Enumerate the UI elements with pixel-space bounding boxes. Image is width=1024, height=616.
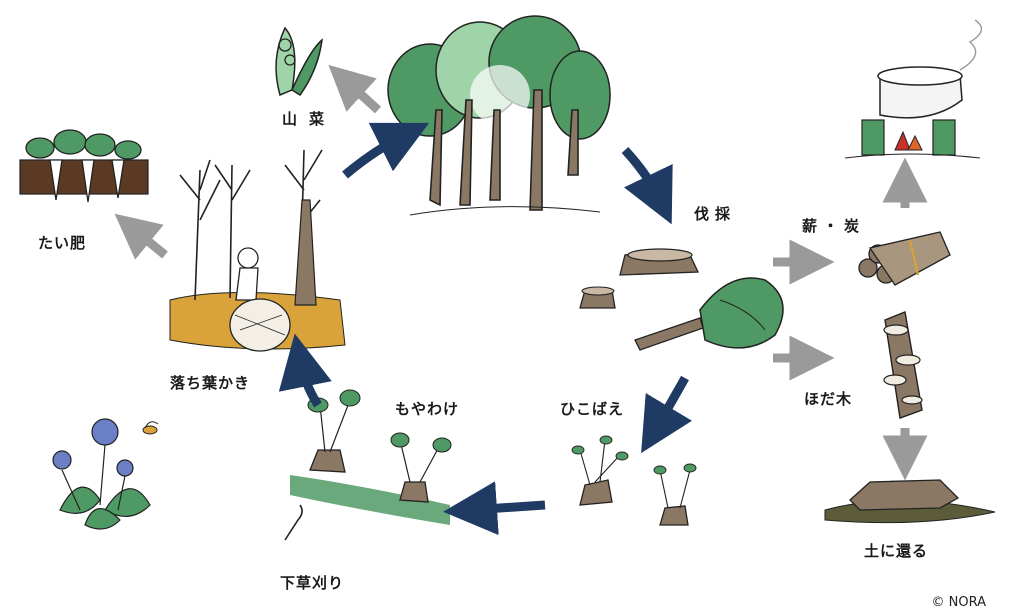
logging-illustration: [579, 248, 784, 351]
cooking-pot-illustration: [844, 19, 983, 159]
label-moyawake: もやわけ: [395, 400, 460, 418]
sansai-illustration: [275, 26, 323, 97]
label-tsuchi: 土に還る: [864, 542, 929, 560]
decaying-logs-illustration: [824, 479, 996, 524]
side-arrow-sansai: [328, 64, 382, 114]
label-hikobae: ひこばえ: [560, 400, 625, 418]
leaf-raking-illustration: [169, 149, 346, 352]
cycle-arrow-thinning: [443, 481, 546, 536]
side-arrow-compost: [114, 213, 168, 260]
violet-flowers-illustration: [52, 418, 159, 530]
cycle-arrow-raking: [278, 333, 332, 408]
cycle-arrow-logging: [621, 146, 673, 225]
mature-forest-illustration: [387, 15, 611, 216]
bee-icon: [142, 421, 159, 435]
coppice-thinning-illustration: [284, 389, 452, 541]
label-taihi: たい肥: [38, 234, 87, 252]
firewood-bundle-illustration: [858, 231, 951, 286]
label-sansai: 山菜: [282, 110, 337, 128]
label-maki-sumi: 薪・炭: [802, 217, 866, 235]
label-hodagi: ほだ木: [804, 390, 853, 408]
copyright-text: © NORA: [931, 595, 987, 610]
label-batsusai: 伐採: [694, 205, 737, 223]
label-shitakusa: 下草刈り: [280, 574, 345, 592]
compost-illustration: [19, 129, 149, 203]
label-ochibakaki: 落ち葉かき: [170, 374, 251, 392]
mushroom-log-illustration: [883, 311, 923, 419]
cycle-arrows: [278, 122, 693, 536]
side-arrows: [114, 64, 928, 481]
cycle-arrow-growth: [342, 122, 430, 179]
cycle-arrow-sprouting: [641, 375, 693, 454]
stump-sprouts-illustration: [571, 435, 697, 526]
